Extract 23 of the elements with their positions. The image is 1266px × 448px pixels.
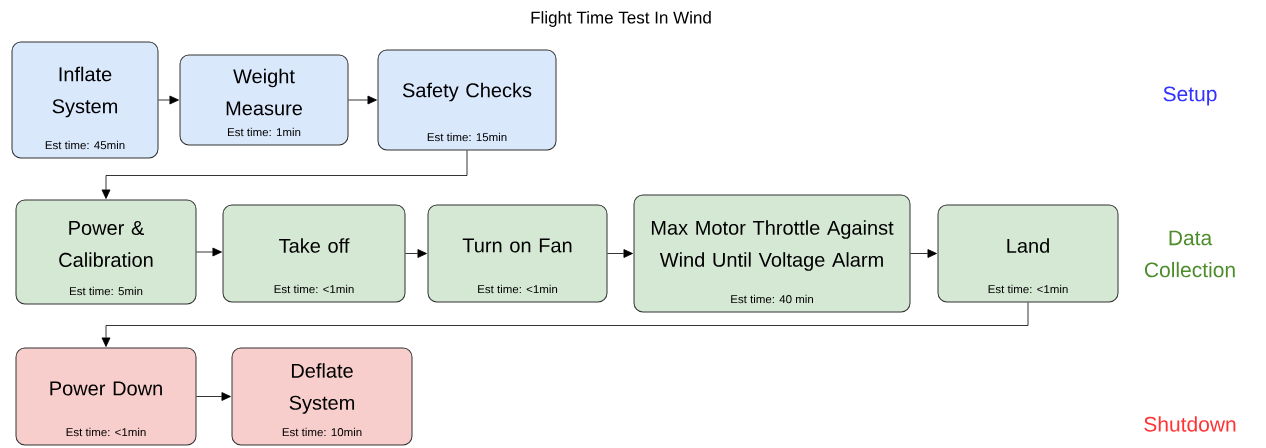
process-box: Inflate System Est time: 45min [11, 41, 159, 159]
arrow [910, 249, 937, 258]
section-label: Shutdown [1144, 416, 1236, 432]
section-label: Data Collection [1144, 230, 1235, 278]
title: Flight Time Test In Wind [531, 11, 711, 27]
process-box: Safety Checks Est time: 15min [377, 49, 557, 151]
section-label: Setup [1163, 86, 1217, 106]
process-box: Power & Calibration Est time: 5min [15, 199, 197, 305]
arrow [348, 95, 377, 105]
process-box: Land Est time: <1min [937, 204, 1119, 303]
arrow [158, 95, 179, 105]
process-box: Deflate System Est time: 10min [231, 347, 413, 446]
arrow [196, 392, 231, 401]
process-box: Max Motor Throttle Against Wind Until Voltage Alarm Est time: 40 min [633, 194, 911, 313]
arrow [405, 249, 427, 258]
arrow [101, 150, 468, 199]
arrow [196, 247, 222, 257]
process-box: Power Down Est time: <1min [15, 347, 197, 446]
process-box: Weight Measure Est time: 1min [179, 54, 349, 146]
process-box: Take off Est time: <1min [222, 204, 406, 303]
arrow [101, 302, 1029, 347]
process-box: Turn on Fan Est time: <1min [427, 204, 608, 303]
arrow [607, 249, 633, 258]
